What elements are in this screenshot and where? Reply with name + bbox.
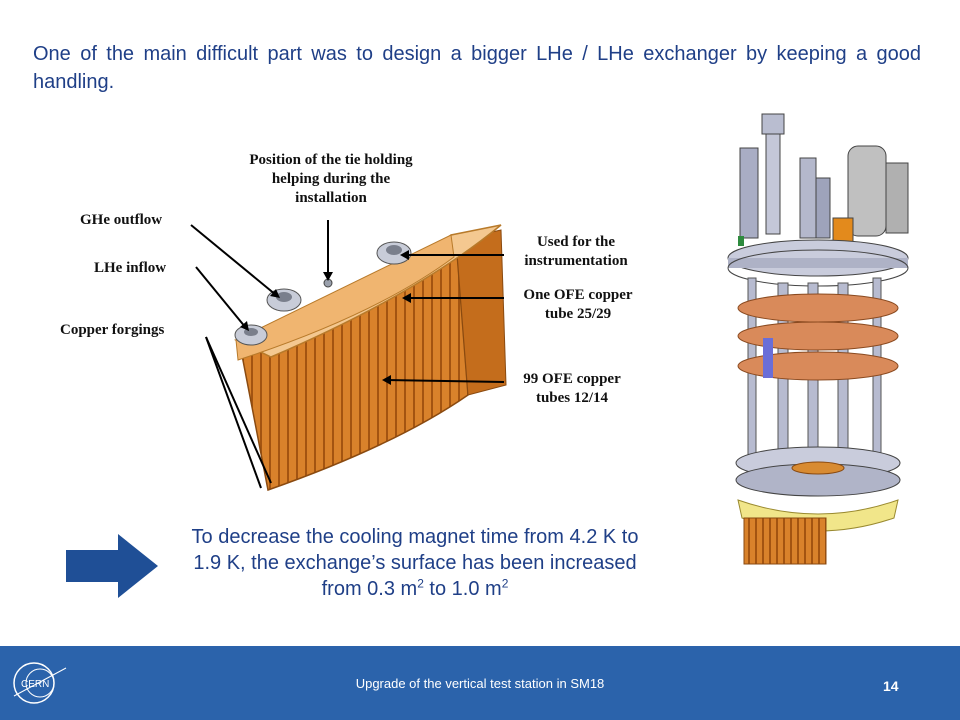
label-one-ofe-tube: One OFE copper tube 25/29	[523, 287, 633, 322]
page-number: 14	[883, 678, 899, 694]
intro-text: One of the main difficult part was to de…	[33, 43, 921, 93]
label-instrumentation: Used for the instrumentation	[524, 234, 628, 269]
label-tie: Position of the tie holding helping duri…	[249, 152, 413, 206]
label-lhe-inflow: LHe inflow	[94, 260, 167, 276]
footer-bar: CERN Upgrade of the vertical test statio…	[0, 646, 960, 720]
right-arrow-icon	[64, 532, 160, 600]
flange-lhe	[234, 324, 268, 346]
label-99-ofe-tubes: 99 OFE copper tubes 12/14	[523, 371, 621, 406]
presentation-title: Upgrade of the vertical test station in …	[355, 676, 605, 691]
logo-text: CERN	[21, 679, 49, 690]
label-ghe-outflow: GHe outflow	[80, 212, 163, 228]
heat-exchanger-drawing	[190, 220, 507, 491]
label-copper-forgings: Copper forgings	[60, 322, 165, 338]
heat-exchanger-figure: Position of the tie holding helping duri…	[56, 145, 656, 505]
conclusion-text: To decrease the cooling magnet time from…	[191, 526, 639, 600]
cryostat-assembly-drawing	[708, 108, 928, 568]
flange-instrumentation	[376, 241, 412, 265]
cern-logo: CERN	[10, 656, 68, 710]
